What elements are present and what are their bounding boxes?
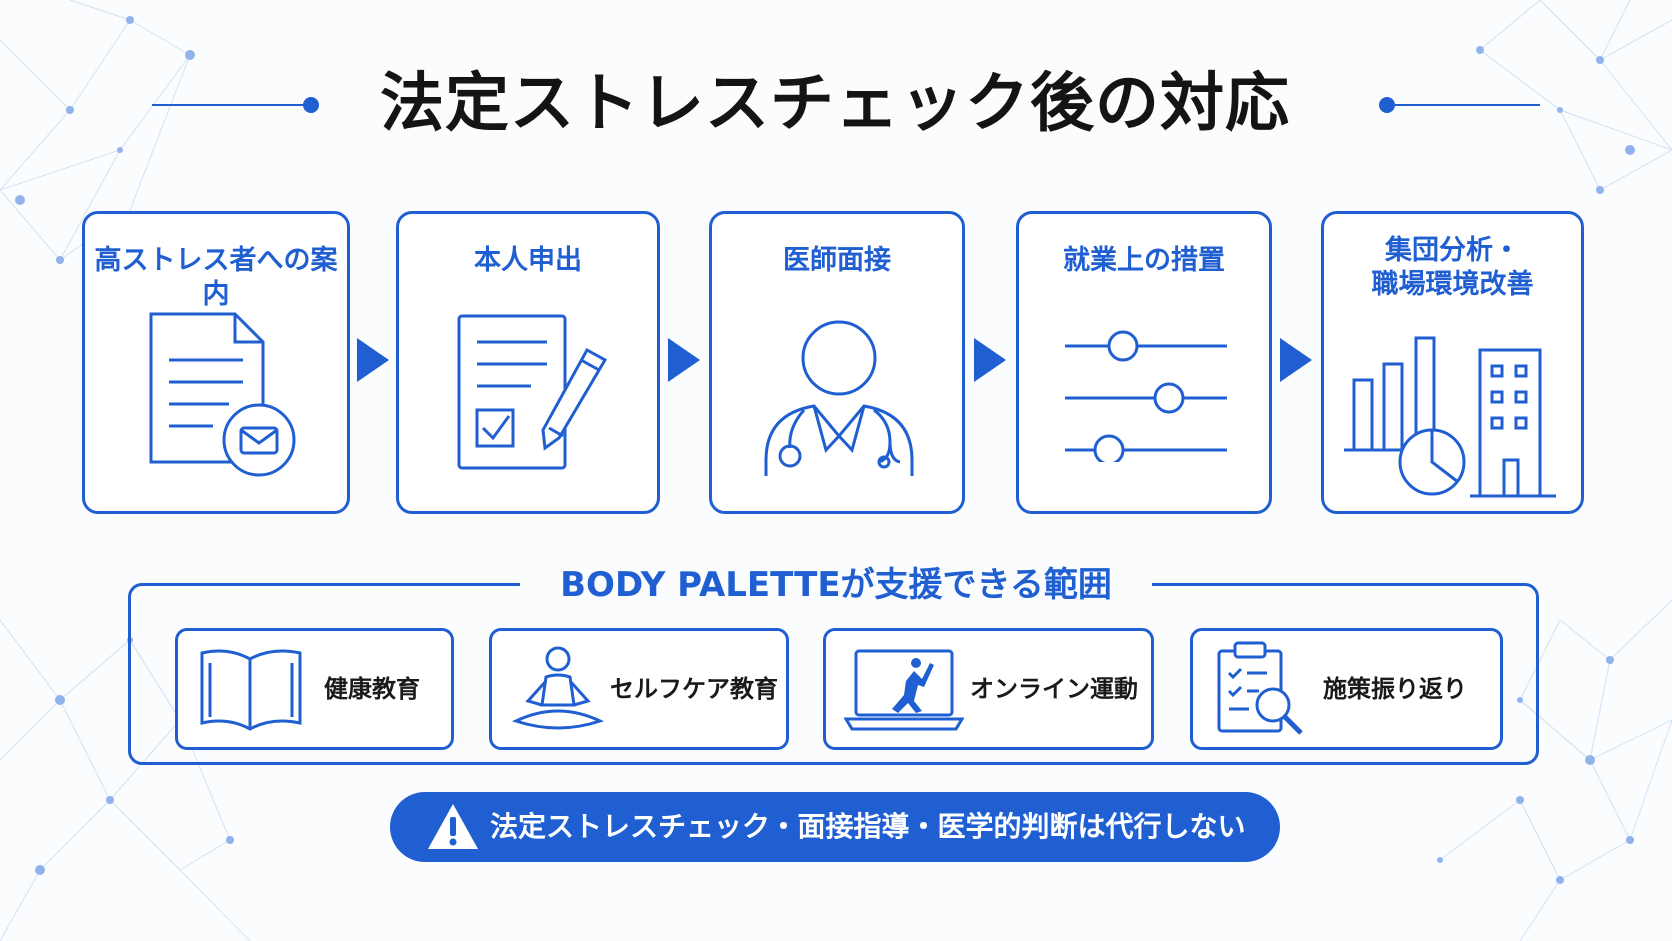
meditation-icon bbox=[511, 646, 605, 730]
support-label: 健康教育 bbox=[324, 675, 420, 703]
step-label: 就業上の措置 bbox=[1063, 245, 1225, 276]
title-dot-left bbox=[303, 97, 319, 113]
support-label: 施策振り返り bbox=[1323, 675, 1467, 703]
page-title: 法定ストレスチェック後の対応 bbox=[380, 67, 1290, 141]
step-card-self-request: 本人申出 bbox=[396, 211, 660, 514]
title-row: 法定ストレスチェック後の対応 bbox=[0, 58, 1672, 150]
clipboard-search-icon bbox=[1217, 641, 1303, 735]
support-card-health-education: 健康教育 bbox=[175, 628, 454, 750]
book-icon bbox=[200, 649, 302, 731]
step-label: 高ストレス者への案内 bbox=[94, 245, 338, 310]
step-label: 本人申出 bbox=[474, 245, 582, 276]
laptop-exercise-icon bbox=[844, 649, 964, 731]
warning-banner: 法定ストレスチェック・面接指導・医学的判断は代行しない bbox=[390, 792, 1280, 862]
warning-icon bbox=[428, 804, 478, 849]
title-dot-right bbox=[1379, 97, 1395, 113]
doctor-icon bbox=[764, 320, 914, 476]
chart-building-icon bbox=[1344, 336, 1556, 498]
title-line-right bbox=[1395, 104, 1540, 106]
sliders-icon bbox=[1065, 330, 1227, 462]
step-label-line2: 職場環境改善 bbox=[1371, 269, 1534, 300]
support-card-online-exercise: オンライン運動 bbox=[823, 628, 1154, 750]
step-card-guidance: 高ストレス者への案内 bbox=[82, 211, 350, 514]
step-card-group-analysis: 集団分析・ 職場環境改善 bbox=[1321, 211, 1584, 514]
title-line-left bbox=[152, 104, 304, 106]
support-label: オンライン運動 bbox=[970, 675, 1138, 703]
document-mail-icon bbox=[149, 312, 296, 477]
step-label: 集団分析・ 職場環境改善 bbox=[1324, 234, 1581, 302]
form-pen-icon bbox=[457, 314, 608, 470]
step-card-work-measures: 就業上の措置 bbox=[1016, 211, 1272, 514]
flow-arrow bbox=[357, 338, 389, 382]
support-card-review: 施策振り返り bbox=[1190, 628, 1503, 750]
step-card-doctor-interview: 医師面接 bbox=[709, 211, 965, 514]
flow-arrow bbox=[1280, 338, 1312, 382]
flow-arrow bbox=[974, 338, 1006, 382]
support-heading: BODY PALETTEが支援できる範囲 bbox=[520, 560, 1152, 610]
warning-text: 法定ストレスチェック・面接指導・医学的判断は代行しない bbox=[490, 810, 1246, 843]
step-label-line1: 集団分析・ bbox=[1385, 235, 1520, 266]
support-card-selfcare: セルフケア教育 bbox=[489, 628, 789, 750]
step-label: 医師面接 bbox=[783, 245, 891, 276]
support-label: セルフケア教育 bbox=[610, 675, 778, 703]
flow-arrow bbox=[668, 338, 700, 382]
